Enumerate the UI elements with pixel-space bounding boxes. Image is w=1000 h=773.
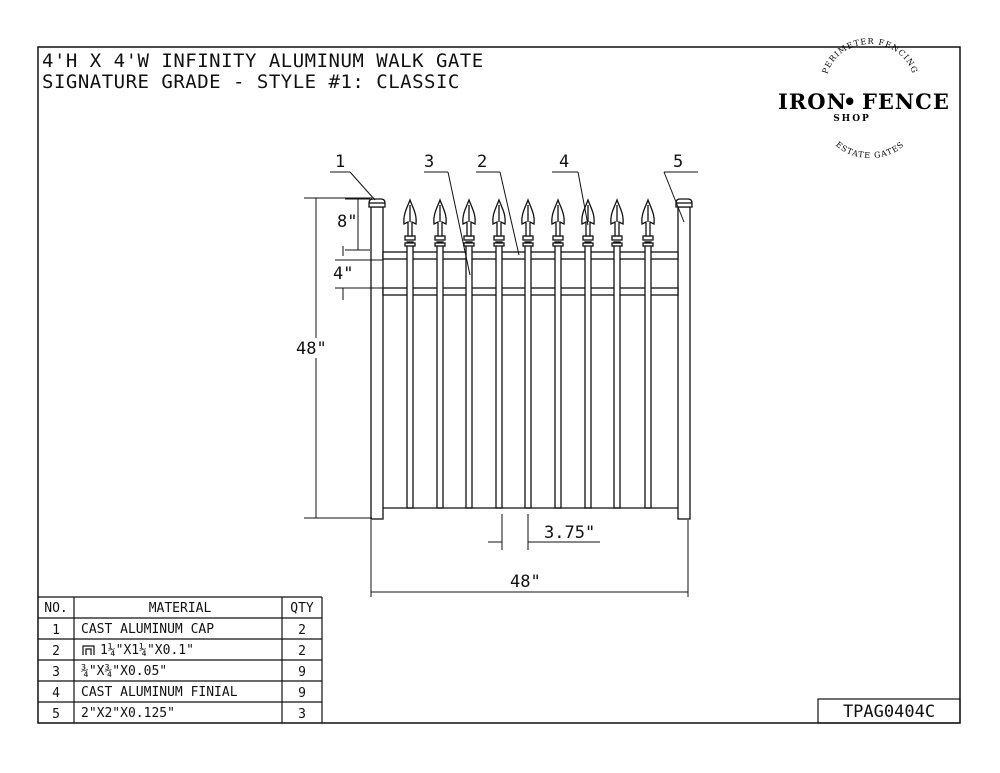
picket [462,198,476,509]
gate-elevation [368,198,693,520]
dim-total-width: 48" [510,572,541,592]
materials-table [38,596,323,723]
row-4-qty: 9 [298,686,306,701]
table-row: 5 2"X2"X0.125" 3 [52,706,306,722]
table-header-material: MATERIAL [149,601,212,616]
drawing-border [37,46,961,724]
dim-total-height: 48" [296,339,327,359]
callout-4: 4 [559,152,569,172]
table-row: 4 CAST ALUMINUM FINIAL 9 [52,685,306,701]
callouts: 1 3 2 4 5 [330,152,698,276]
table-header-qty: QTY [290,601,314,616]
row-1-material: CAST ALUMINUM CAP [81,622,214,637]
dim-finial-height: 8" [337,212,357,232]
logo-dot: • [843,89,857,114]
row-4-material: CAST ALUMINUM FINIAL [81,685,238,700]
right-post [675,198,693,520]
channel-profile-icon [82,645,95,655]
part-number-box [817,698,961,724]
row-1-no: 1 [52,623,60,638]
row-3-material: ¾"X¾"X0.05" [81,664,167,679]
row-3-no: 3 [52,665,60,680]
row-4-no: 4 [52,686,60,701]
part-number: TPAG0404C [843,702,935,722]
table-row: 1 CAST ALUMINUM CAP 2 [52,622,306,638]
picket [403,198,417,509]
row-5-qty: 3 [298,707,306,722]
row-3-qty: 9 [298,665,306,680]
dim-rail-gap: 4" [333,264,353,284]
row-2-no: 2 [52,644,60,659]
table-header-no: NO. [44,601,67,616]
picket [492,198,506,509]
picket [521,198,535,509]
logo-brand-right: FENCE [862,89,950,114]
pickets [403,198,655,509]
callout-2: 2 [477,152,487,172]
logo-sub: SHOP [833,114,871,124]
iron-fence-shop-logo: PERIMETER FENCING IRON • FENCE SHOP ESTA… [778,37,950,160]
logo-top-arc: PERIMETER FENCING [821,37,920,75]
row-2-qty: 2 [298,644,306,659]
logo-brand-left: IRON [778,89,847,114]
picket [610,198,624,509]
callout-3: 3 [424,152,434,172]
logo-bottom-arc: ESTATE GATES [834,140,906,160]
row-2-material: 1¼"X1¼"X0.1" [100,643,194,658]
left-post [368,198,386,520]
picket [551,198,565,509]
drawing-title-line2: SIGNATURE GRADE - STYLE #1: CLASSIC [42,71,460,93]
table-row: 3 ¾"X¾"X0.05" 9 [52,664,306,680]
picket [641,198,655,509]
table-row: 2 1¼"X1¼"X0.1" 2 [52,643,306,659]
picket [581,198,595,509]
drawing-title-line1: 4'H X 4'W INFINITY ALUMINUM WALK GATE [42,50,484,72]
dim-picket-spacing: 3.75" [544,523,595,543]
row-1-qty: 2 [298,623,306,638]
dimension-lines [304,197,689,597]
row-5-material: 2"X2"X0.125" [81,706,175,721]
callout-1: 1 [335,152,345,172]
callout-5: 5 [673,152,683,172]
picket [433,198,447,509]
row-5-no: 5 [52,707,60,722]
